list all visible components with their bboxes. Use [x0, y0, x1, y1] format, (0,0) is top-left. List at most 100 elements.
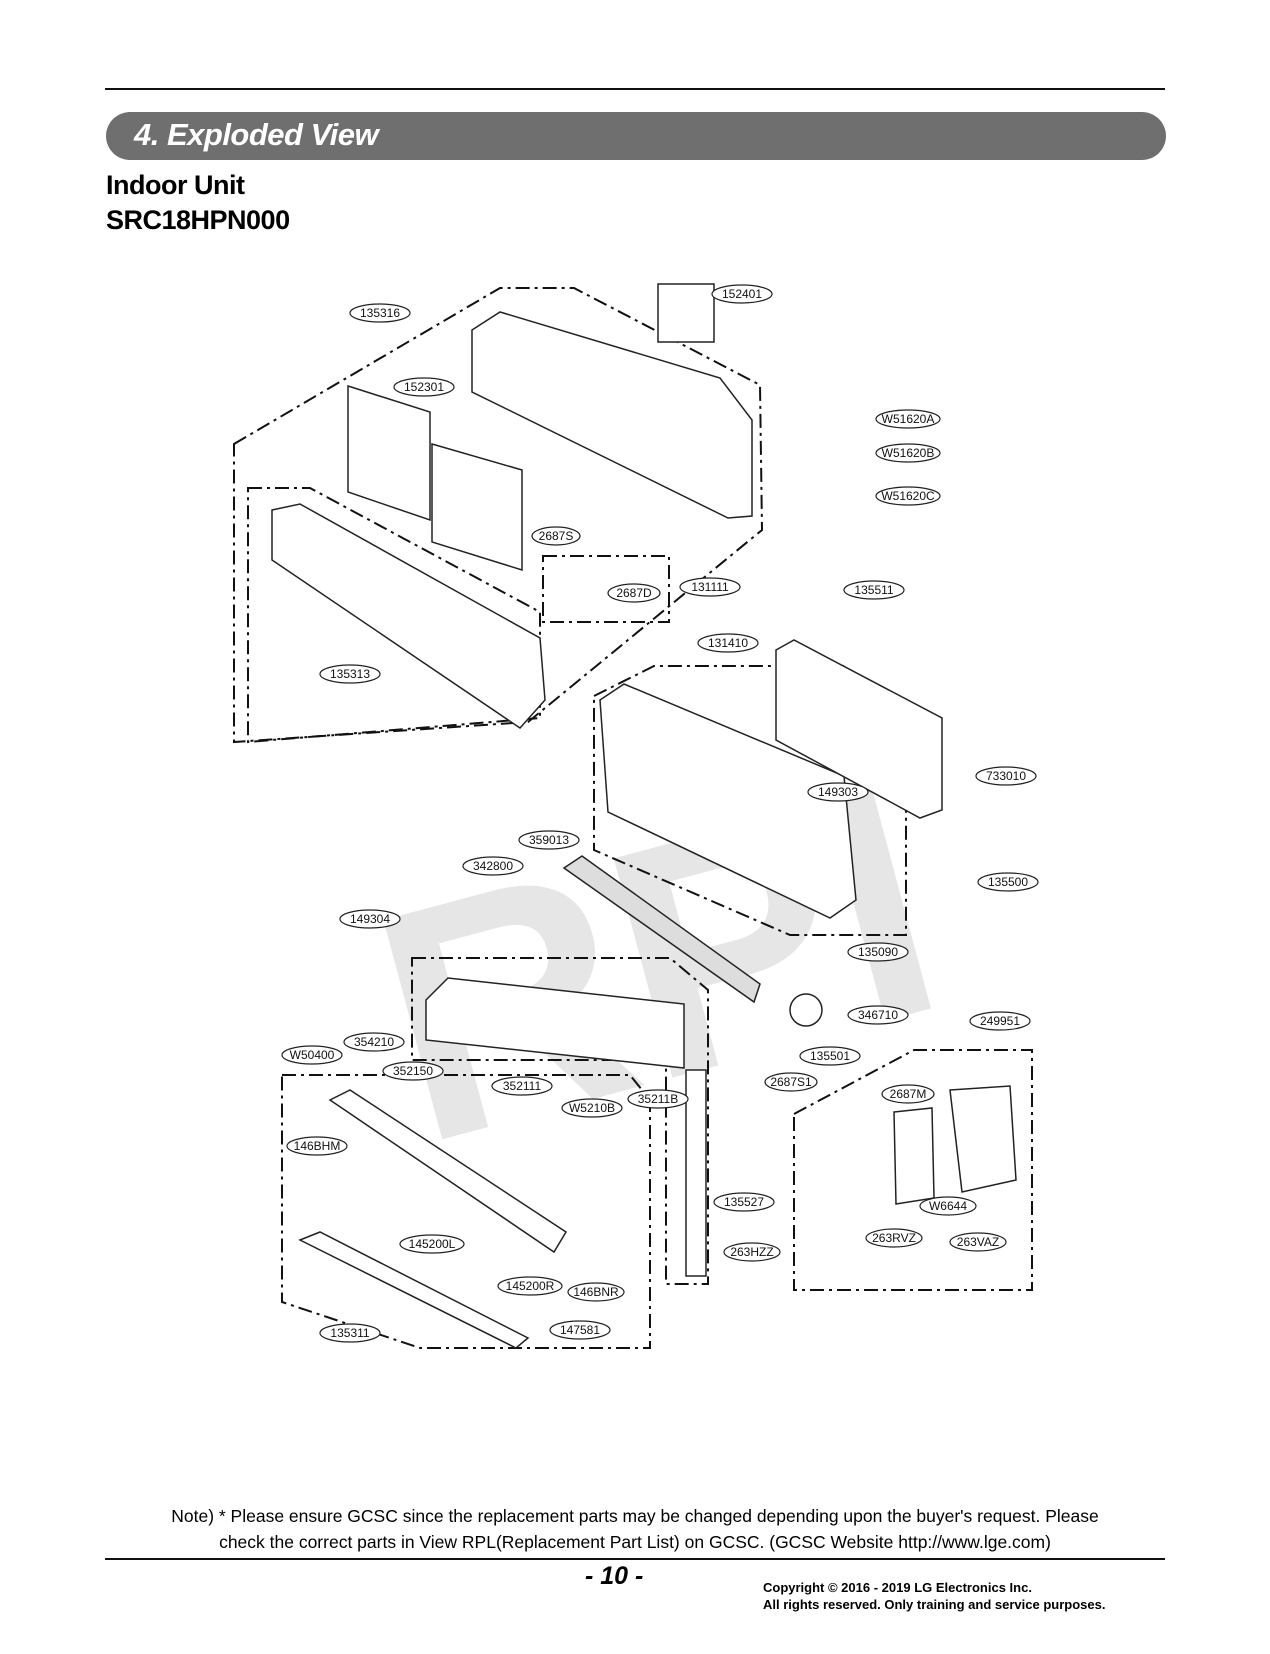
svg-text:352111: 352111: [503, 1079, 542, 1093]
svg-text:249951: 249951: [980, 1014, 1020, 1028]
group-outlines: [233, 287, 1033, 1349]
callout-354210: 354210: [343, 1032, 405, 1052]
svg-text:W51620B: W51620B: [882, 446, 935, 460]
svg-text:2687S: 2687S: [539, 529, 574, 543]
callout-145200R: 145200R: [497, 1276, 563, 1296]
svg-text:263RVZ: 263RVZ: [872, 1231, 916, 1245]
callout-145200L: 145200L: [399, 1234, 465, 1254]
svg-text:263HZZ: 263HZZ: [730, 1245, 773, 1259]
callout-W6644: W6644: [919, 1196, 977, 1216]
unit-type-heading: Indoor Unit: [106, 170, 245, 200]
callout-W5210B: W5210B: [561, 1098, 623, 1118]
callout-W51620C: W51620C: [875, 486, 941, 506]
bottom-rule: [105, 1558, 1165, 1560]
svg-text:135316: 135316: [360, 306, 400, 320]
copyright-line-1: Copyright © 2016 - 2019 LG Electronics I…: [763, 1580, 1032, 1595]
label-sticker-drawing: [657, 283, 715, 343]
vane-assembly-drawing: [328, 1089, 568, 1254]
callout-135316: 135316: [349, 303, 411, 323]
evaporator-group-outline: [411, 957, 709, 1285]
note-line-2: check the correct parts in View RPL(Repl…: [219, 1532, 1051, 1552]
callout-135500: 135500: [977, 872, 1039, 892]
svg-text:146BNR: 146BNR: [573, 1285, 619, 1299]
drain-hose-drawing: [685, 1069, 707, 1277]
svg-text:135311: 135311: [330, 1326, 369, 1340]
callout-352150: 352150: [382, 1061, 444, 1081]
callout-263VAZ: 263VAZ: [949, 1232, 1007, 1252]
air-filter-right-drawing: [431, 443, 523, 572]
svg-text:135313: 135313: [330, 667, 370, 681]
svg-text:2687D: 2687D: [616, 586, 652, 600]
copyright-line-2: All rights reserved. Only training and s…: [763, 1597, 1106, 1612]
svg-text:W6644: W6644: [929, 1199, 967, 1213]
callout-135527: 135527: [713, 1192, 775, 1212]
callout-W50400: W50400: [281, 1045, 343, 1065]
installation-plate-drawing: [775, 639, 943, 819]
svg-text:346710: 346710: [858, 1008, 898, 1022]
callout-152301: 152301: [393, 377, 455, 397]
svg-text:354210: 354210: [354, 1035, 394, 1049]
callout-146BHM: 146BHM: [286, 1136, 348, 1156]
svg-text:152401: 152401: [722, 287, 762, 301]
callout-135501: 135501: [799, 1046, 861, 1066]
svg-text:733010: 733010: [986, 769, 1026, 783]
svg-text:W51620C: W51620C: [881, 489, 935, 503]
svg-text:2687S1: 2687S1: [770, 1075, 812, 1089]
svg-text:147581: 147581: [560, 1323, 600, 1337]
model-number-heading: SRC18HPN000: [106, 205, 290, 235]
svg-text:146BHM: 146BHM: [294, 1139, 341, 1153]
cross-flow-fan-drawing: [562, 855, 761, 1004]
callout-135313: 135313: [319, 664, 381, 684]
svg-text:149303: 149303: [818, 785, 858, 799]
control-box-drawing: [949, 1085, 1017, 1193]
svg-text:35211B: 35211B: [638, 1092, 678, 1106]
svg-text:342800: 342800: [473, 859, 513, 873]
svg-text:135527: 135527: [724, 1195, 764, 1209]
callout-2687S1: 2687S1: [764, 1072, 818, 1092]
callout-W51620A: W51620A: [875, 409, 941, 429]
callout-249951: 249951: [969, 1011, 1031, 1031]
note-line-1: Note) * Please ensure GCSC since the rep…: [171, 1506, 1099, 1526]
callout-733010: 733010: [975, 766, 1037, 786]
callout-346710: 346710: [847, 1005, 909, 1025]
callout-135090: 135090: [847, 942, 909, 962]
svg-text:135501: 135501: [810, 1049, 850, 1063]
callout-2687D: 2687D: [607, 583, 661, 603]
svg-text:152301: 152301: [404, 380, 444, 394]
callout-147581: 147581: [549, 1320, 611, 1340]
part-callouts: 152401 135316 152301 W51620A W51620B W51…: [281, 284, 1039, 1343]
callout-263RVZ: 263RVZ: [865, 1228, 923, 1248]
chassis-group-outline: [593, 665, 907, 936]
page-number: - 10 -: [585, 1562, 644, 1590]
svg-text:145200R: 145200R: [506, 1279, 555, 1293]
callout-149303: 149303: [807, 782, 869, 802]
callout-W51620B: W51620B: [875, 443, 941, 463]
callout-2687S: 2687S: [531, 526, 581, 546]
front-grille-group-outline: [247, 487, 541, 744]
callout-342800: 342800: [462, 856, 524, 876]
section-header-bar: 4. Exploded View: [106, 112, 1166, 160]
air-filter-left-drawing: [347, 384, 431, 522]
callout-135511: 135511: [843, 580, 905, 600]
evaporator-coil-drawing: [425, 977, 685, 1069]
motor-drawing: [789, 993, 823, 1027]
svg-text:131410: 131410: [708, 636, 748, 650]
svg-text:352150: 352150: [393, 1064, 433, 1078]
part-drawings: [271, 283, 1017, 1349]
svg-text:131111: 131111: [691, 580, 729, 594]
svg-text:135511: 135511: [854, 583, 893, 597]
callout-149304: 149304: [339, 909, 401, 929]
top-rule: [105, 88, 1165, 90]
pcb-drawing: [893, 1107, 935, 1205]
main-chassis-drawing: [599, 683, 857, 919]
svg-text:2687M: 2687M: [890, 1087, 927, 1101]
svg-text:359013: 359013: [529, 833, 569, 847]
section-title: 4. Exploded View: [134, 117, 379, 152]
callout-2687M: 2687M: [881, 1084, 935, 1104]
display-group-outline: [542, 555, 670, 623]
control-box-group-outline: [793, 1049, 1033, 1291]
replacement-parts-note: Note) * Please ensure GCSC since the rep…: [100, 1503, 1170, 1555]
callout-131410: 131410: [697, 633, 759, 653]
svg-text:W51620A: W51620A: [882, 412, 935, 426]
